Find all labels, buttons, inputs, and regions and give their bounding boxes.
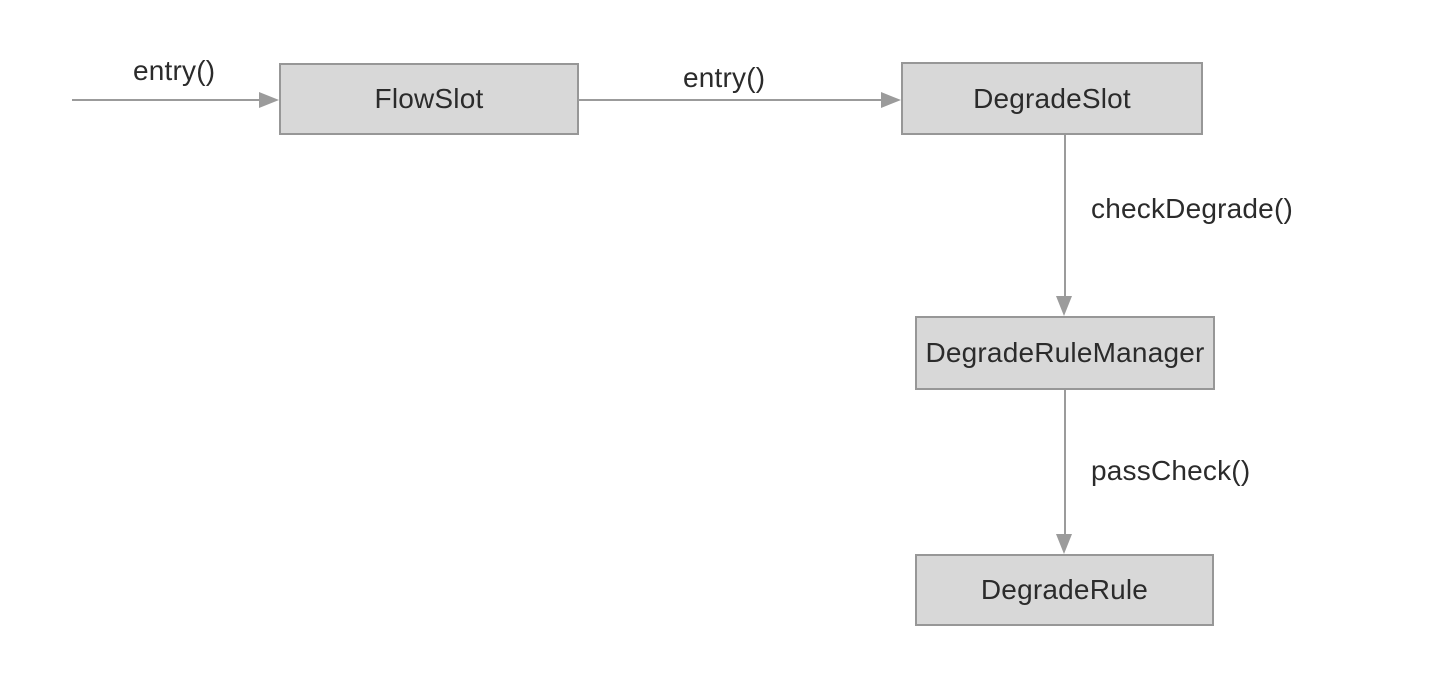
node-degraderule: DegradeRule [915, 554, 1214, 626]
node-flowslot-label: FlowSlot [374, 83, 484, 114]
arrowhead-down-icon [1056, 296, 1072, 316]
node-flowslot: FlowSlot [279, 63, 579, 135]
arrowhead-right-icon [259, 92, 279, 108]
edge-line-entry-to-flowslot [72, 99, 259, 101]
edge-label-entry-1: entry() [133, 55, 216, 86]
edge-label-checkdegrade: checkDegrade() [1091, 193, 1293, 224]
node-degraderulemanager-label: DegradeRuleManager [925, 337, 1205, 368]
arrowhead-down-icon [1056, 534, 1072, 554]
node-degradeslot-label: DegradeSlot [973, 82, 1131, 114]
edge-label-passcheck: passCheck() [1091, 455, 1251, 486]
edge-line-degradeslot-to-manager [1064, 135, 1066, 296]
arrowhead-right-icon [881, 92, 901, 108]
edge-line-flowslot-to-degradeslot [578, 99, 883, 101]
edge-label-entry-2: entry() [683, 62, 766, 93]
node-degradeslot: DegradeSlot [901, 62, 1203, 135]
node-degraderule-label: DegradeRule [980, 574, 1149, 605]
edge-line-manager-to-rule [1064, 390, 1066, 534]
node-degraderulemanager: DegradeRuleManager [915, 316, 1215, 390]
